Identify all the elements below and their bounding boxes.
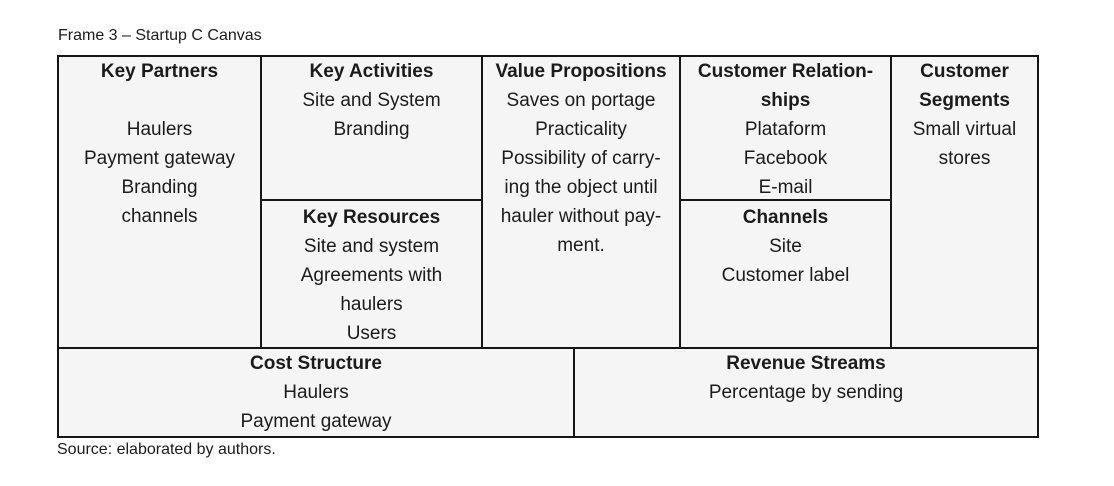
cell-customer-relationships: Customer Relation- ships Plataform Faceb… [681,57,890,199]
key-partners-title: Key Partners [100,61,219,82]
cell-customer-segments: Customer Segments Small virtual stores [892,57,1037,347]
business-model-canvas-table: Key Partners Haulers Payment gateway Bra… [57,55,1039,438]
key-resources-item: Site and system [303,236,440,257]
key-activities-item: Site and System [302,90,441,111]
cost-structure-item: Haulers [283,382,349,403]
cost-structure-title: Cost Structure [250,353,382,374]
customer-relationships-item: Plataform [744,119,827,140]
source-note: Source: elaborated by authors. [57,441,276,458]
cell-value-propositions: Value Propositions Saves on portage Prac… [483,57,679,347]
revenue-streams-item: Percentage by sending [708,382,904,403]
figure-caption: Frame 3 – Startup C Canvas [58,27,262,44]
cell-revenue-streams: Revenue Streams Percentage by sending [575,349,1037,436]
cost-structure-item: Payment gateway [240,411,392,432]
customer-segments-item: Small virtual stores [912,119,1017,169]
key-partners-item: Branding [121,177,198,198]
cell-cost-structure: Cost Structure Haulers Payment gateway [59,349,573,436]
customer-relationships-item: E-mail [758,177,813,198]
value-propositions-item: Saves on portage [506,90,656,111]
value-propositions-item: Practicality [535,119,627,140]
key-resources-item: Users [346,323,397,344]
key-partners-item: Haulers [126,119,193,140]
channels-item: Site [769,236,802,257]
blank-line [59,86,260,115]
key-activities-item: Branding [333,119,410,140]
customer-relationships-title: Customer Relation- ships [697,61,874,111]
cell-channels: Channels Site Customer label [681,201,890,347]
cell-key-activities: Key Activities Site and System Branding [262,57,481,199]
value-propositions-title: Value Propositions [495,61,667,82]
value-propositions-item: Possibility of carry- ing the object unt… [500,148,662,256]
cell-key-resources: Key Resources Site and system Agreements… [262,201,481,347]
key-resources-title: Key Resources [302,207,441,228]
revenue-streams-title: Revenue Streams [726,353,886,374]
channels-title: Channels [742,207,829,228]
canvas-bottom-band: Cost Structure Haulers Payment gateway R… [59,349,1037,436]
key-partners-item: Payment gateway [83,148,236,169]
cell-key-partners: Key Partners Haulers Payment gateway Bra… [59,57,260,347]
customer-relationships-item: Facebook [743,148,828,169]
channels-item: Customer label [721,265,850,286]
key-partners-item: channels [121,206,198,227]
key-resources-item: Agreements with haulers [300,265,443,315]
canvas-top-band: Key Partners Haulers Payment gateway Bra… [59,57,1037,347]
key-activities-title: Key Activities [309,61,434,82]
customer-segments-title: Customer Segments [919,61,1010,111]
